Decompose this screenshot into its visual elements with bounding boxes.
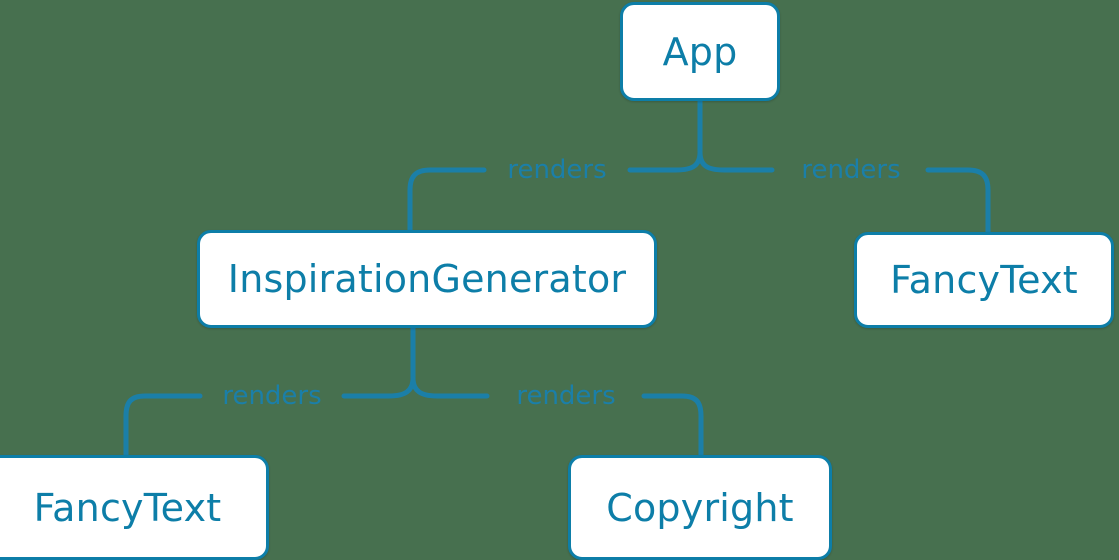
node-fancytext-left-label: FancyText: [33, 485, 222, 530]
edge-inspgen-to-fancyleft-left-seg: [123, 393, 203, 458]
edge-inspgen-to-copyright-right-seg: [641, 393, 704, 458]
node-inspiration-generator-label: InspirationGenerator: [227, 257, 627, 301]
node-fancytext-right-label: FancyText: [890, 258, 1078, 302]
node-app-label: App: [662, 29, 738, 74]
edge-app-to-fancyright-left-seg: [697, 149, 775, 173]
node-fancytext-left[interactable]: FancyText: [0, 455, 269, 560]
edge-label-app-to-inspgen: renders: [507, 155, 607, 185]
edge-app-to-inspgen-right-seg: [627, 149, 703, 173]
edge-label-inspgen-to-copyright: renders: [516, 381, 616, 411]
edge-app-to-fancyright-right-seg: [925, 167, 991, 235]
edge-inspgen-to-copyright-left-seg: [410, 375, 490, 399]
node-copyright[interactable]: Copyright: [568, 455, 832, 560]
node-inspiration-generator[interactable]: InspirationGenerator: [197, 230, 657, 328]
edge-label-app-to-fancytext-right: renders: [801, 155, 901, 185]
edge-inspgen-to-fancyleft-right-seg: [341, 375, 416, 399]
edge-label-inspgen-to-fancytext-left: renders: [222, 381, 322, 411]
node-fancytext-right[interactable]: FancyText: [854, 232, 1114, 328]
edge-app-to-inspgen-left-seg: [407, 167, 487, 233]
node-app[interactable]: App: [620, 2, 780, 101]
node-copyright-label: Copyright: [606, 485, 794, 530]
